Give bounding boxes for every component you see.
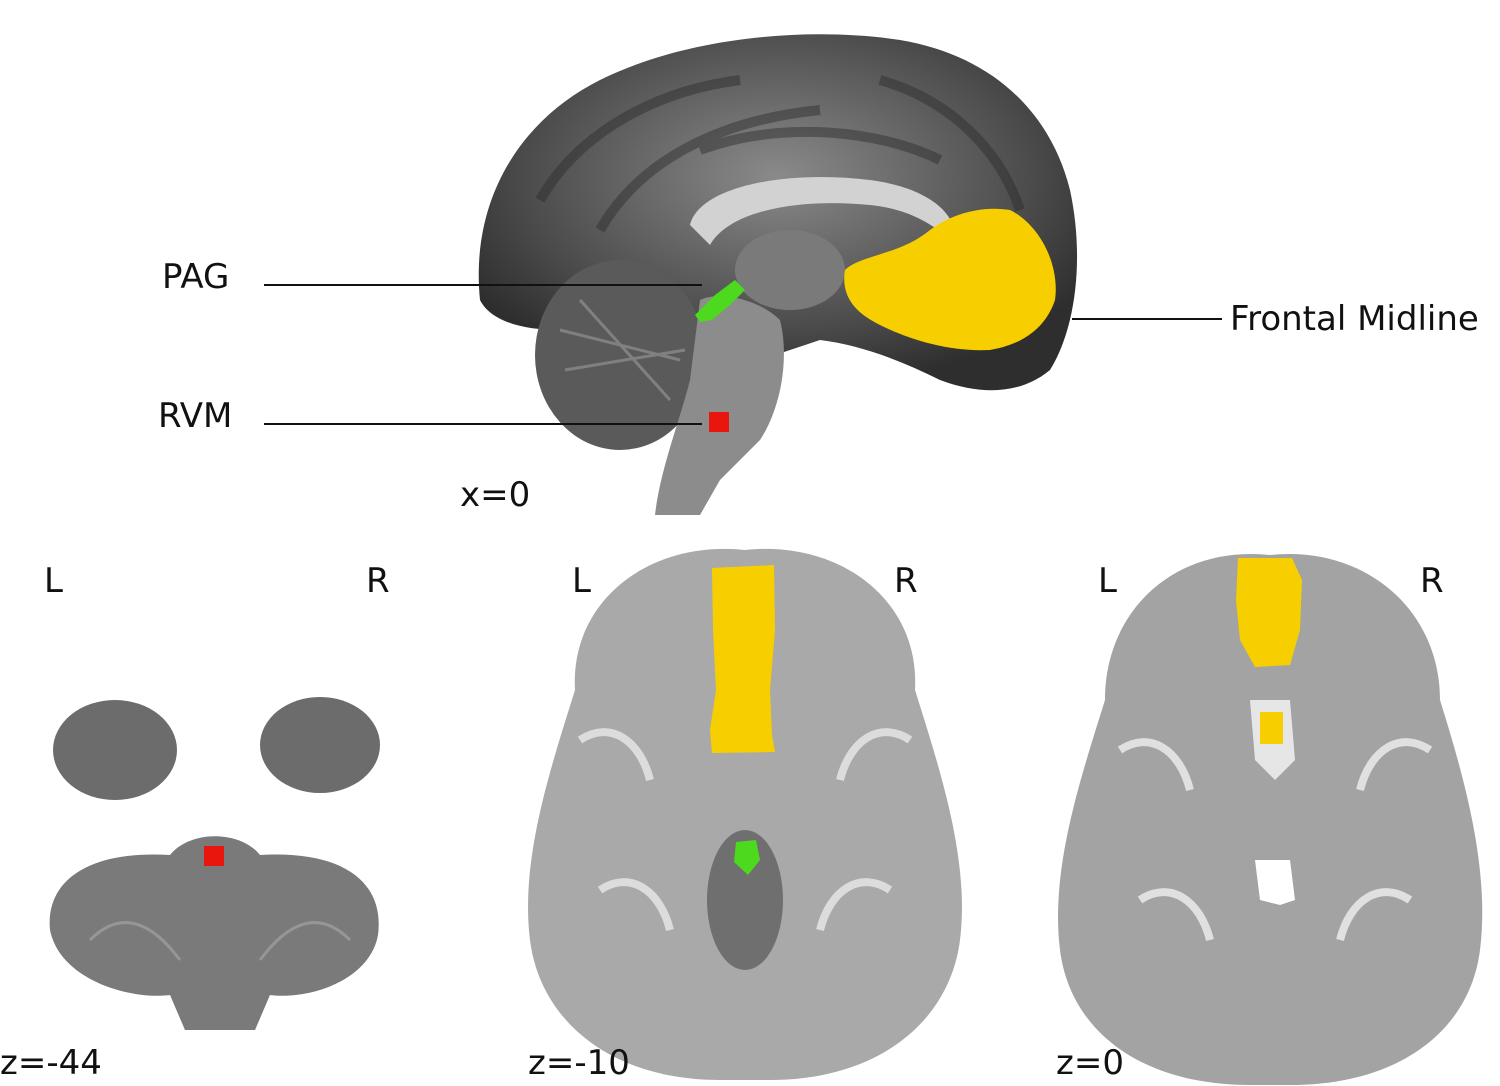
rvm-region-axial [204,846,224,866]
pag-region [695,280,745,322]
sagittal-coordinate-label: x=0 [460,475,531,515]
axial-coordinate-label-3: z=0 [1056,1043,1124,1083]
left-side-label: L [44,561,63,601]
axial-panel-1: L R z=-44 [0,540,440,1086]
axial-brain-image-z-10 [528,548,962,1080]
cerebellum-shape [535,260,705,450]
pag-leader-line [264,284,702,286]
frontal-midline-region [844,208,1056,351]
right-side-label: R [366,561,390,601]
pag-region-axial [734,840,760,875]
pag-label: PAG [162,257,230,297]
axial-brain-image-z0 [1058,553,1483,1085]
frontal-midline-label: Frontal Midline [1230,299,1479,339]
corpus-callosum-shape [690,177,956,245]
axial-coordinate-label-2: z=-10 [528,1043,630,1083]
axial-coordinate-label-1: z=-44 [0,1043,102,1083]
rvm-region [709,412,729,432]
axial-brain-image-z-44 [49,697,380,1030]
frontal-midline-leader-line [1072,318,1222,320]
right-side-label: R [1420,561,1444,601]
sagittal-brain-image [478,34,1078,515]
rvm-leader-line [264,423,702,425]
axial-panel-3: L R z=0 [1050,540,1500,1086]
right-side-label: R [894,561,918,601]
frontal-midline-region-axial-2 [710,565,775,753]
left-side-label: L [1098,561,1117,601]
axial-panel-2: L R z=-10 [520,540,980,1086]
frontal-midline-region-axial-3-upper [1236,558,1302,667]
sagittal-panel: PAG RVM Frontal Midline x=0 [0,0,1500,520]
rvm-label: RVM [158,396,233,436]
left-side-label: L [572,561,591,601]
frontal-midline-region-axial-3-lower [1260,712,1283,744]
brainstem-shape [655,296,784,515]
